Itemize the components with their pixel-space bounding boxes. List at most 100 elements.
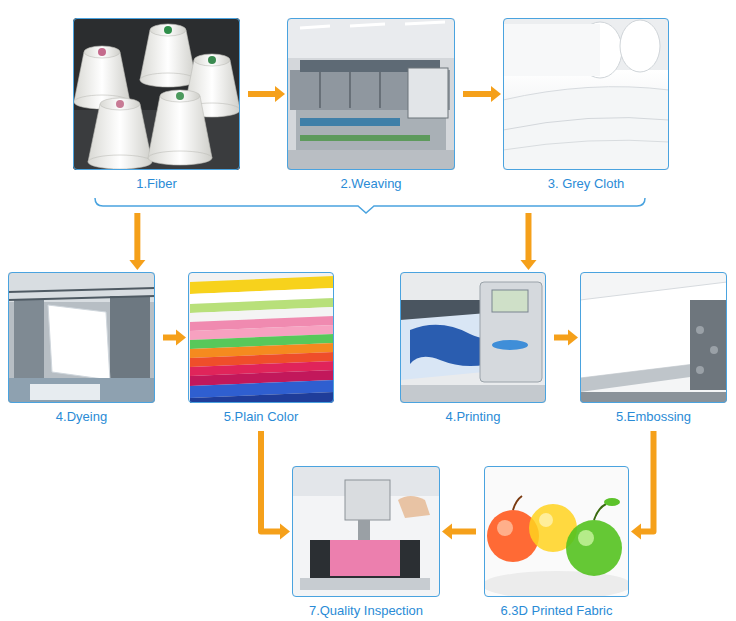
weaving-photo-part — [300, 22, 445, 28]
fiber-photo-part — [74, 24, 240, 169]
fiber-photo-part-part — [148, 151, 212, 165]
fiber-photo-part — [176, 92, 184, 100]
step-caption: 2.Weaving — [338, 176, 403, 191]
quality-inspection-photo-part — [345, 480, 390, 520]
process-box: 4.Printing — [400, 272, 546, 403]
printing-photo-part — [400, 272, 546, 403]
3d-fabric-photo-part — [497, 520, 513, 536]
process-box: 4.Dyeing — [8, 272, 155, 403]
grey-cloth-photo-part — [503, 24, 600, 76]
embossing-photo-part — [580, 272, 727, 403]
embossing-photo — [580, 272, 727, 403]
weaving-photo-part — [320, 72, 380, 108]
quality-inspection-photo-part — [358, 520, 370, 540]
fiber-photo-part-part — [88, 104, 152, 162]
flow-arrow — [261, 431, 290, 540]
weaving-photo-part — [300, 135, 430, 141]
3d-fabric-photo-part — [604, 498, 620, 506]
grey-cloth-photo — [503, 18, 669, 170]
3d-fabric-photo-part — [484, 571, 629, 597]
fiber-photo-part-part — [148, 96, 212, 158]
printing-photo-part — [492, 340, 528, 350]
quality-inspection-photo-part — [310, 540, 420, 580]
arrow-head — [442, 524, 452, 540]
embossing-photo-part — [690, 300, 727, 390]
quality-inspection-photo-part — [330, 540, 400, 576]
embossing-photo-part — [580, 392, 727, 403]
flow-arrow — [163, 330, 186, 346]
process-box: 1.Fiber — [73, 18, 240, 170]
weaving-photo-part-part — [349, 72, 350, 108]
step-caption: 5.Embossing — [614, 409, 693, 424]
weaving-photo-part — [287, 18, 455, 58]
flow-arrow — [248, 86, 285, 102]
3d-fabric-photo-part — [566, 520, 622, 576]
arrow-line — [463, 91, 492, 97]
step-caption: 4.Dyeing — [54, 409, 109, 424]
weaving-photo-part — [287, 18, 455, 170]
arrow-head — [491, 86, 501, 102]
fiber-photo-part-part — [74, 52, 130, 102]
weaving-photo-part — [408, 68, 448, 118]
3d-fabric-photo-part — [539, 513, 553, 527]
process-box: 5.Plain Color — [188, 272, 334, 403]
plain-color-photo — [188, 272, 334, 403]
quality-inspection-photo-part — [292, 466, 440, 597]
arrow-line — [248, 91, 276, 97]
quality-inspection-photo — [292, 466, 440, 597]
printing-photo-part — [492, 290, 528, 312]
arrow-head — [280, 524, 290, 540]
arrow-head — [520, 260, 536, 270]
fiber-photo-part — [98, 48, 106, 56]
fiber-photo-part-part — [140, 73, 196, 87]
step-caption: 5.Plain Color — [222, 409, 300, 424]
process-box: 3. Grey Cloth — [503, 18, 669, 170]
step-caption: 1.Fiber — [134, 176, 178, 191]
step-caption: 6.3D Printed Fabric — [499, 603, 615, 618]
dyeing-photo — [8, 272, 155, 403]
grey-cloth-photo-part — [503, 87, 669, 170]
fiber-photo-part — [73, 18, 240, 170]
printing-photo-part — [480, 282, 542, 382]
fiber-photo-part — [164, 26, 172, 34]
arrow-line — [451, 529, 476, 535]
process-box: 6.3D Printed Fabric — [484, 466, 629, 597]
quality-inspection-photo-part — [398, 496, 430, 518]
arrow-line — [640, 431, 654, 532]
flow-arrow — [631, 431, 654, 540]
grey-cloth-photo-part — [503, 118, 669, 130]
weaving-photo-part — [287, 150, 455, 170]
weaving-photo-part-part — [300, 26, 330, 28]
fiber-photo-part-part — [160, 90, 200, 102]
dyeing-photo-part — [8, 272, 155, 403]
grey-cloth-photo-part — [503, 18, 669, 170]
weaving-photo-part-part — [319, 72, 320, 108]
arrow-head — [176, 330, 186, 346]
arrow-line — [261, 431, 281, 532]
process-box: 5.Embossing — [580, 272, 727, 403]
embossing-photo-part-part — [710, 346, 718, 354]
arrow-head — [129, 260, 145, 270]
arrow-line — [134, 213, 140, 261]
dyeing-photo-part — [48, 305, 110, 380]
fiber-photo-part-part — [100, 98, 140, 110]
fiber-photo-part-part — [194, 54, 230, 66]
step-caption: 4.Printing — [444, 409, 503, 424]
process-box: 7.Quality Inspection — [292, 466, 440, 597]
dyeing-photo-part — [8, 378, 155, 403]
fiber-photo-part — [116, 100, 124, 108]
weaving-photo-part — [300, 118, 400, 126]
grey-cloth-photo-part — [620, 20, 660, 72]
fiber-photo — [73, 18, 240, 170]
weaving-photo — [287, 18, 455, 170]
process-box: 2.Weaving — [287, 18, 455, 170]
grey-cloth-photo-part — [503, 70, 669, 170]
dyeing-photo-part-part — [8, 288, 155, 292]
weaving-photo-part-part — [350, 24, 385, 26]
group-bracket — [95, 198, 645, 213]
grey-cloth-photo-part — [503, 140, 669, 150]
arrow-line — [525, 213, 531, 261]
flow-arrow — [129, 213, 145, 270]
